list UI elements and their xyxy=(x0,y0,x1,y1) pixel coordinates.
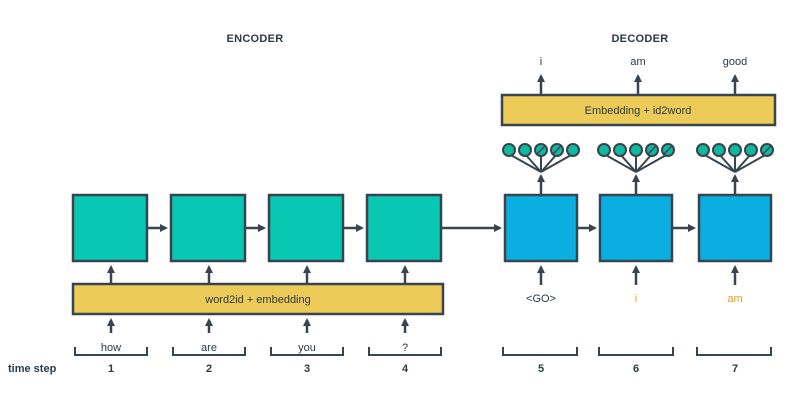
decoder-cell-6 xyxy=(598,193,674,263)
encoder-cell-2 xyxy=(169,193,247,263)
decoder-header: DECODER xyxy=(611,33,668,45)
neuron-icon xyxy=(728,143,742,157)
neuron-icon xyxy=(566,143,580,157)
neuron-icon xyxy=(629,143,643,157)
neuron-icon xyxy=(597,143,611,157)
decoder-input-1: <GO> xyxy=(526,293,556,305)
neuron-icon xyxy=(613,143,627,157)
time-step-number: 1 xyxy=(108,363,114,375)
decoder-output-3: good xyxy=(723,56,747,68)
decoder-output-1: i xyxy=(540,56,542,68)
decoder-cell-7 xyxy=(697,193,773,263)
neuron-group-5 xyxy=(502,143,580,173)
encoder-cell-4 xyxy=(365,193,443,263)
neuron-icon xyxy=(712,143,726,157)
encoder-input-1: how xyxy=(101,342,121,354)
neuron-icon xyxy=(744,143,758,157)
encoder-embedding-label: word2id + embedding xyxy=(204,294,311,306)
time-step-number: 4 xyxy=(402,363,409,375)
time-step-number: 6 xyxy=(633,363,639,375)
neuron-icon xyxy=(502,143,516,157)
encoder-cell-1 xyxy=(71,193,149,263)
time-step-number: 7 xyxy=(732,363,738,375)
encoder-embedding-bar xyxy=(71,282,445,316)
time-step-label: time step xyxy=(8,363,57,375)
decoder-input-2: i xyxy=(635,293,637,305)
time-step-brackets xyxy=(74,347,772,356)
encoder-cell-3 xyxy=(267,193,345,263)
neuron-group-7 xyxy=(696,143,774,173)
encoder-header: ENCODER xyxy=(226,33,283,45)
encoder-input-3: you xyxy=(298,342,316,354)
decoder-embedding-bar xyxy=(500,93,777,127)
decoder-cell-5 xyxy=(503,193,579,263)
neuron-icon xyxy=(696,143,710,157)
decoder-output-2: am xyxy=(630,56,645,68)
time-step-number: 2 xyxy=(206,363,212,375)
decoder-input-3: am xyxy=(727,293,742,305)
neuron-group-6 xyxy=(597,143,675,173)
neuron-icon xyxy=(518,143,532,157)
decoder-embedding-label: Embedding + id2word xyxy=(585,105,692,117)
encoder-input-2: are xyxy=(201,342,217,354)
time-step-number: 5 xyxy=(538,363,544,375)
encoder-input-4: ? xyxy=(402,342,408,354)
time-step-number: 3 xyxy=(304,363,310,375)
